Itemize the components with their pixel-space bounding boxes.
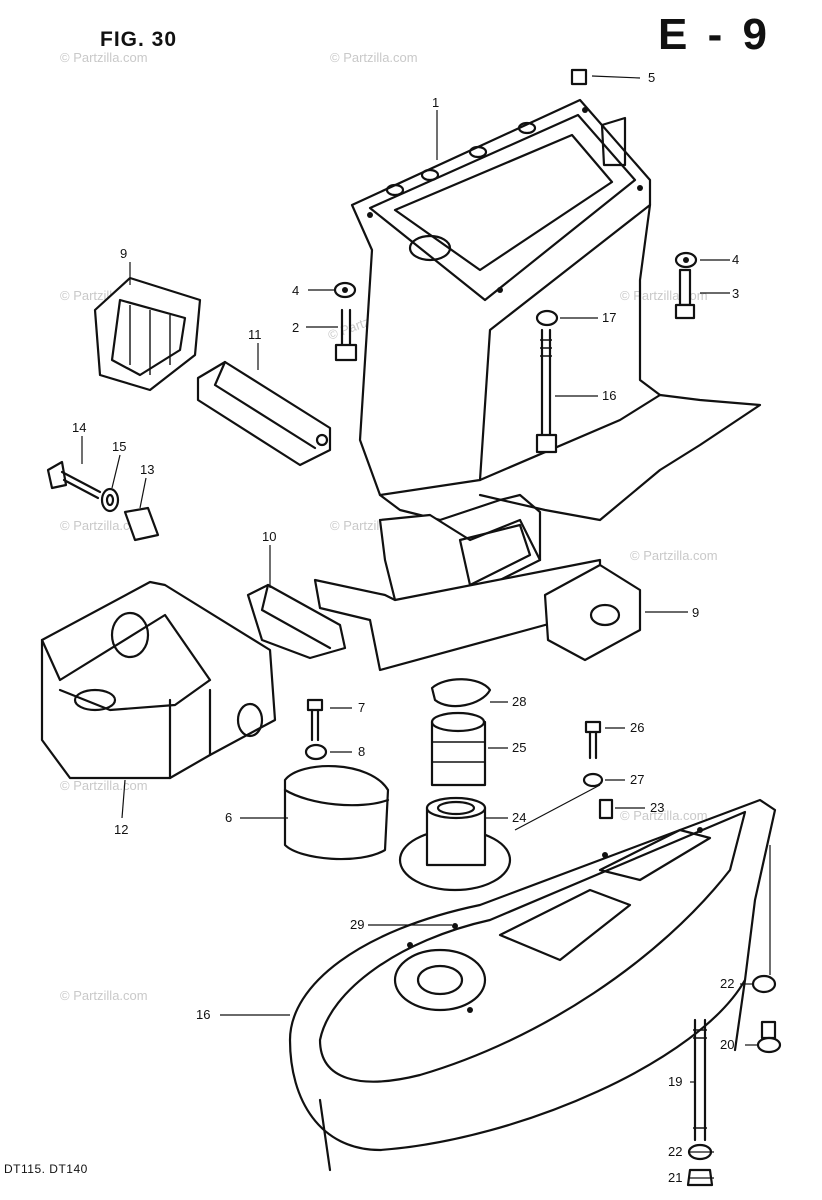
callout-4: 4 [292,283,299,298]
callout-9: 9 [692,605,699,620]
callout-10: 10 [262,529,276,544]
callout-23: 23 [650,800,664,815]
watermark: © Partzilla.com [330,50,418,65]
callout-26: 26 [630,720,644,735]
washer-15 [100,487,120,513]
clamp-bracket [40,580,277,780]
washer-4-left [333,281,357,299]
callout-9: 9 [120,246,127,261]
bolt-14 [46,460,102,500]
callout-13: 13 [140,462,154,477]
bolt-7 [306,698,324,742]
model-code: DT115. DT140 [4,1162,88,1176]
callout-29: 29 [350,917,364,932]
bolt-26 [584,720,602,760]
housing-24 [398,796,512,892]
callout-11: 11 [248,327,262,342]
callout-12: 12 [114,822,128,837]
watermark: © Partzilla.com [620,288,708,303]
callout-16: 16 [602,388,616,403]
watermark: © Partzilla.com [60,518,148,533]
stud-19 [693,1018,707,1142]
callout-20: 20 [720,1037,734,1052]
callout-28: 28 [512,694,526,709]
callout-14: 14 [72,420,86,435]
rubber-bushing-25 [430,711,487,787]
stud-16-upper [535,328,558,454]
collar-23 [598,798,614,820]
callout-6: 6 [225,810,232,825]
pin-29 [452,923,458,929]
watermark: © Partzilla.com [620,808,708,823]
washer-8 [304,743,328,761]
section-code: E - 9 [658,10,771,59]
callout-24: 24 [512,810,526,825]
callout-22: 22 [720,976,734,991]
callout-labels: 1 2 3 4 4 5 6 7 8 9 9 10 11 12 13 14 15 … [72,70,739,1185]
callout-19: 19 [668,1074,682,1089]
callout-17: 17 [602,310,616,325]
collar-13 [123,506,160,542]
cover-6 [283,765,390,861]
bolt-2 [334,308,358,362]
callout-22: 22 [668,1144,682,1159]
washer-27 [582,772,604,788]
gasket-28 [430,678,492,708]
callout-21: 21 [668,1170,682,1185]
bolt-20 [756,1020,782,1054]
washer-17 [535,309,559,327]
callout-27: 27 [630,772,644,787]
watermark: © Partzilla.com [60,778,148,793]
lower-housing [288,798,777,1172]
drive-shaft-housing [313,98,762,672]
bracket-bar [196,360,332,467]
cap-5 [570,68,588,86]
callout-25: 25 [512,740,526,755]
mount-upper [93,276,202,392]
callout-5: 5 [648,70,655,85]
callout-15: 15 [112,439,126,454]
mount-lower [543,563,642,662]
callout-1: 1 [432,95,439,110]
leader-lines [81,75,771,1179]
callout-16: 16 [196,1007,210,1022]
callout-2: 2 [292,320,299,335]
figure-title: FIG. 30 [100,28,178,51]
callout-3: 3 [732,286,739,301]
watermark: © Partzilla.com [630,548,718,563]
washer-22-upper [751,974,777,994]
callout-7: 7 [358,700,365,715]
washer-4-right [674,251,698,269]
callout-8: 8 [358,744,365,759]
bolt-3 [674,268,696,320]
watermark: © Partzilla.com [60,988,148,1003]
callout-4: 4 [732,252,739,267]
stopper-block [246,583,347,660]
watermark: © Partzilla.com [60,50,148,65]
